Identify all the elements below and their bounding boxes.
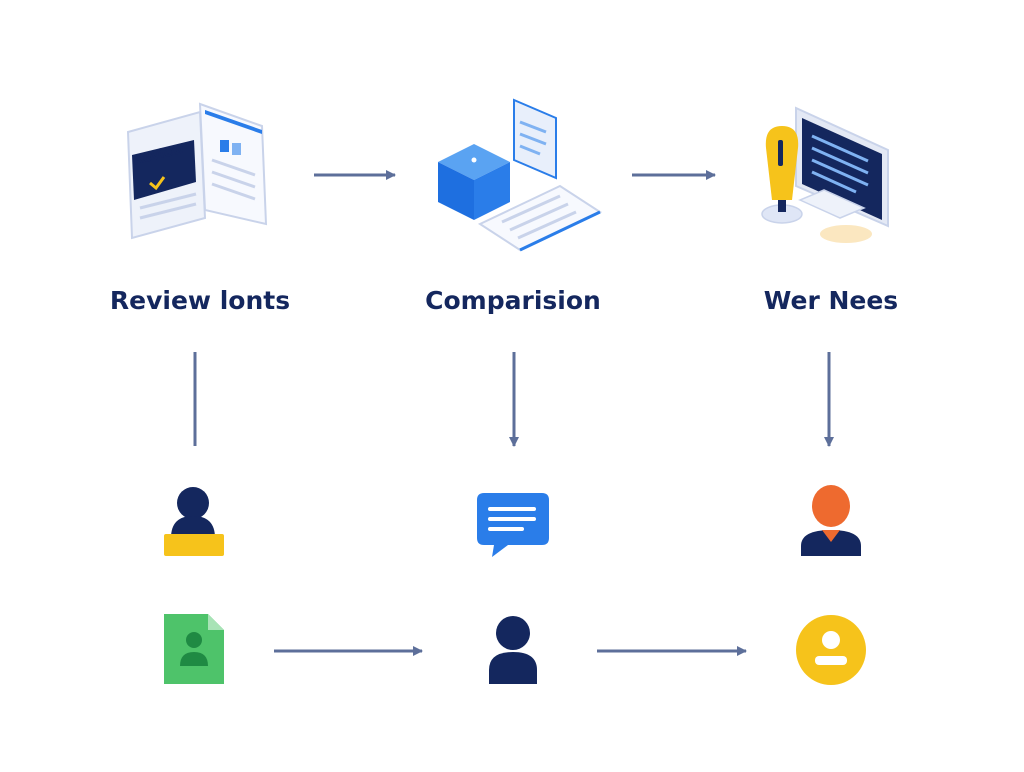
user-card-icon <box>164 487 224 556</box>
stage-label-wer: Wer Nees <box>763 286 899 315</box>
user-circle-icon <box>796 615 866 685</box>
user-document-icon <box>164 614 224 684</box>
monitor-microphone-icon <box>761 106 889 243</box>
orange-user-icon <box>801 485 861 556</box>
comparison-cube-icon <box>438 98 603 252</box>
review-document-icon: Review <box>126 102 268 240</box>
stage-label-review: Review lonts <box>109 286 291 315</box>
stage-label-comparison: Comparision <box>425 286 601 315</box>
chat-bubble-icon <box>477 493 549 557</box>
user-icon <box>489 616 537 684</box>
